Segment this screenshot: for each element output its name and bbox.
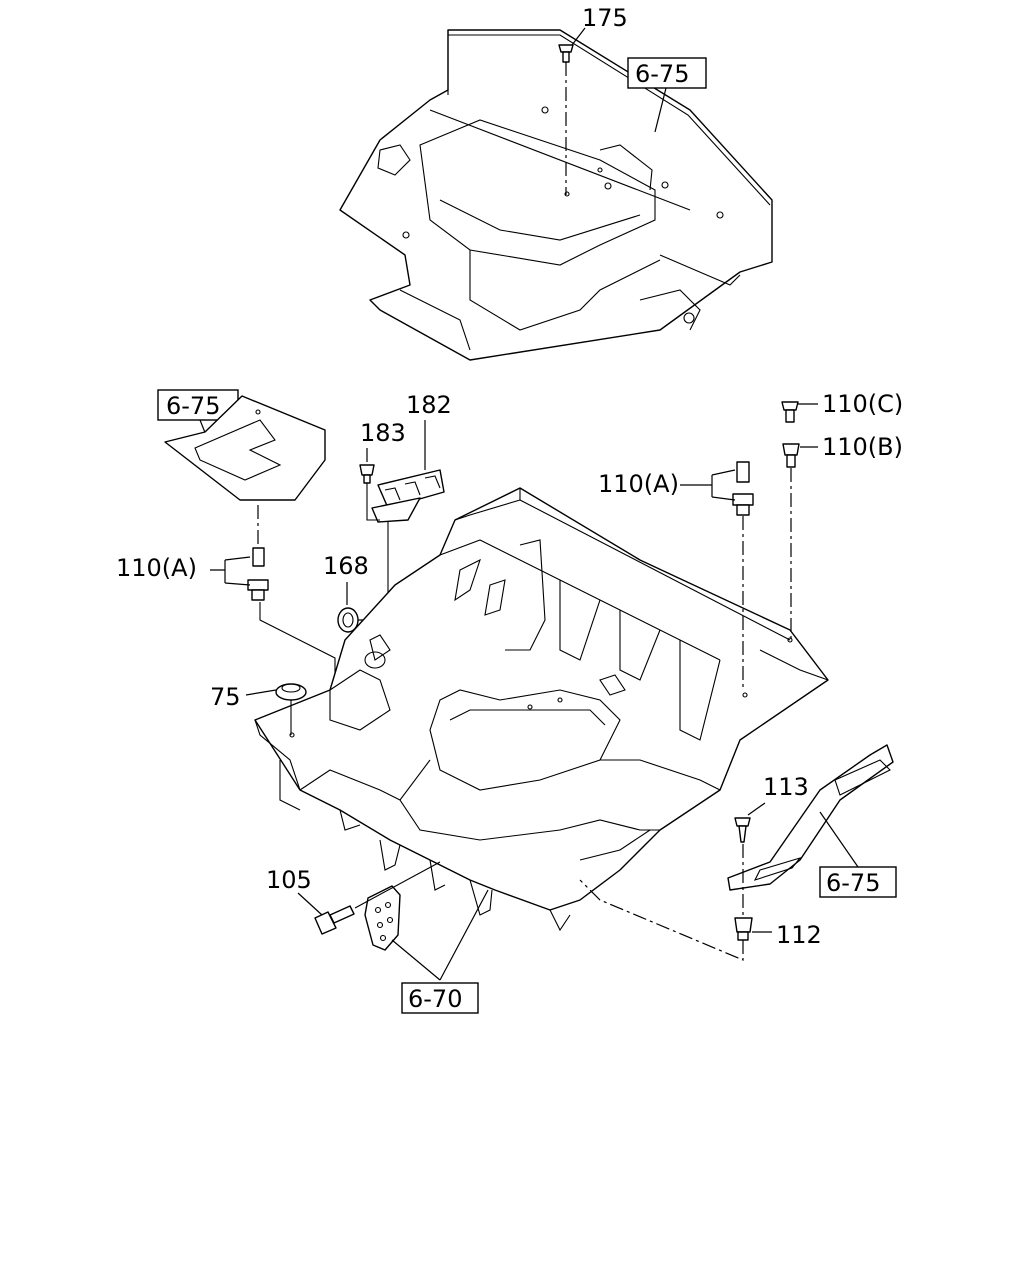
clip-110a-right-icon xyxy=(732,461,754,516)
callout-168: 168 xyxy=(323,552,369,580)
leader-110a-right xyxy=(680,469,736,501)
clip-110c-icon xyxy=(781,401,799,423)
ref-box-step xyxy=(819,866,897,898)
leader-6-70 xyxy=(391,889,489,981)
ref-left-label: 6-75 xyxy=(166,392,220,420)
ref-top-label: 6-75 xyxy=(635,60,689,88)
leader-183-path xyxy=(366,483,380,521)
leader-113 xyxy=(747,802,766,816)
leader-ref-step xyxy=(819,811,859,868)
screw-113-icon xyxy=(734,817,751,843)
callout-112: 112 xyxy=(776,921,822,949)
callout-183: 183 xyxy=(360,419,406,447)
ref-step-label: 6-75 xyxy=(826,869,880,897)
callout-182: 182 xyxy=(406,391,452,419)
plug-75-icon xyxy=(275,683,307,701)
clip-112-icon xyxy=(734,917,753,941)
callout-105: 105 xyxy=(266,866,312,894)
ref-bottom-label: 6-70 xyxy=(408,985,462,1013)
callout-75: 75 xyxy=(210,683,241,711)
clip-110b-icon xyxy=(782,443,800,468)
upper-floor-carpet xyxy=(339,29,773,361)
side-step xyxy=(727,744,894,891)
clip-183-icon xyxy=(359,464,375,484)
main-floor-panel xyxy=(254,487,829,932)
bracket-182 xyxy=(371,469,445,523)
ref-box-bottom xyxy=(401,982,479,1014)
clip-175-icon xyxy=(558,44,574,63)
leader-ref-top xyxy=(654,87,667,133)
leader-105-path xyxy=(354,861,441,909)
leader-110a-left xyxy=(210,556,251,586)
leader-112-dash xyxy=(579,879,744,961)
callout-110b: 110(B) xyxy=(822,433,903,461)
ref-box-top xyxy=(627,57,707,89)
leader-175 xyxy=(571,27,586,46)
leader-75 xyxy=(245,689,277,696)
callout-110c: 110(C) xyxy=(822,390,903,418)
leader-105 xyxy=(297,892,323,916)
bracket-6-70 xyxy=(364,885,401,951)
left-insulator-panel xyxy=(164,395,326,501)
callout-110a-left: 110(A) xyxy=(116,554,197,582)
callout-110a-right: 110(A) xyxy=(598,470,679,498)
bolt-105-icon xyxy=(314,905,355,935)
clip-110a-left-icon xyxy=(247,547,269,601)
callout-175: 175 xyxy=(582,4,628,32)
callout-113: 113 xyxy=(763,773,809,801)
